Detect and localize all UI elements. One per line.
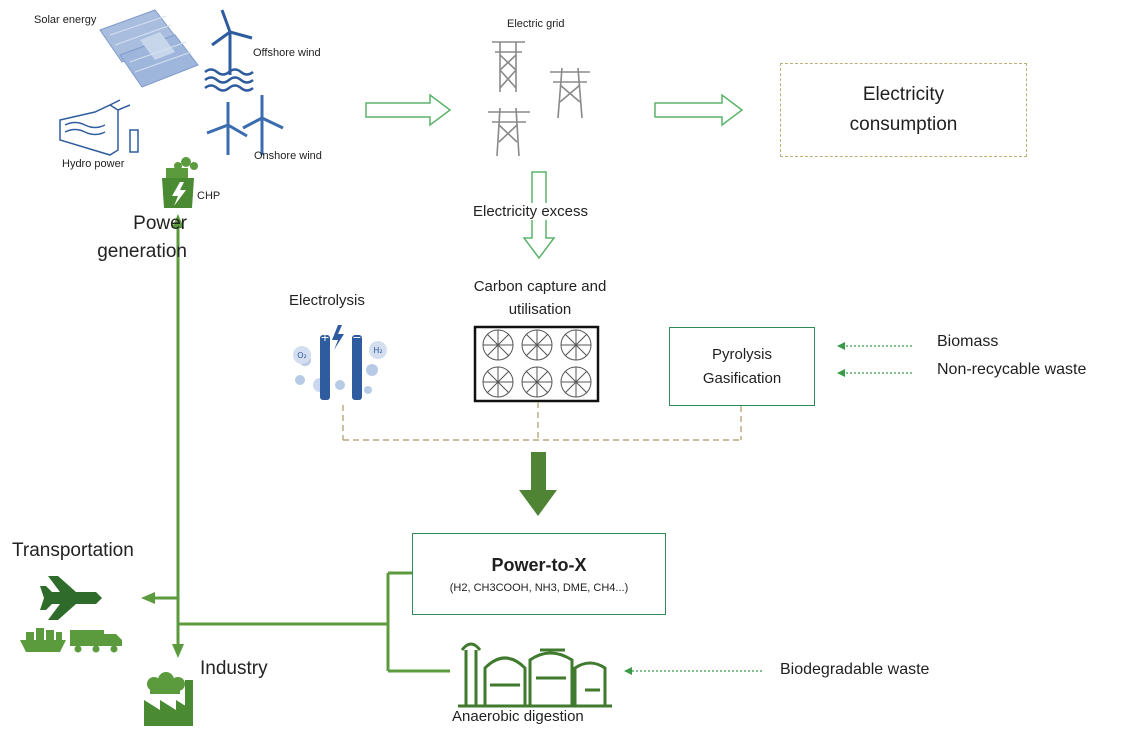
svg-text:+: + [320, 331, 329, 344]
electricity-consumption-box: Electricity consumption [780, 63, 1027, 157]
electric-grid-icon [488, 41, 590, 157]
ccu-line1: Carbon capture and [473, 278, 607, 295]
power-to-x-products: (H2, CH3COOH, NH3, DME, CH4...) [449, 582, 629, 594]
pyrolysis-gasification-box: Pyrolysis Gasification [669, 327, 815, 406]
sources-to-grid-arrow [365, 93, 452, 127]
grid-to-consumption-arrow [654, 93, 744, 127]
h2-label: H₂ [373, 346, 382, 355]
electricity-excess-label: Electricity excess [473, 203, 589, 220]
anaerobic-digestion-label: Anaerobic digestion [452, 708, 584, 725]
solar-panel-icon [99, 9, 199, 88]
anaerobic-digestion-icon [458, 642, 612, 708]
onshore-wind-icon [206, 95, 284, 155]
electrolysis-icon: + − O₂ H₂ [293, 325, 387, 400]
consumption-line2: consumption [849, 114, 958, 135]
chp-factory-icon [162, 157, 198, 208]
power-generation-label: Power generation [92, 210, 187, 266]
industry-factory-icon [144, 672, 193, 726]
distribution-lines [150, 222, 450, 673]
power-generation-line1: Power [133, 213, 187, 234]
to-ptx-arrow [519, 452, 557, 516]
svg-text:−: − [352, 331, 361, 344]
hydro-power-label: Hydro power [62, 158, 125, 170]
biomass-label: Biomass [937, 333, 999, 350]
offshore-wind-icon [204, 9, 254, 92]
truck-icon [70, 630, 122, 653]
electric-grid-label: Electric grid [507, 18, 565, 30]
ccu-line2: utilisation [508, 301, 572, 318]
transportation-label: Transportation [12, 540, 134, 561]
offshore-wind-label: Offshore wind [253, 47, 321, 59]
hydro-power-icon [59, 99, 139, 156]
biodegradable-waste-label: Biodegradable waste [780, 661, 930, 678]
power-to-x-box: Power-to-X (H2, CH3COOH, NH3, DME, CH4..… [412, 533, 666, 615]
o2-label: O₂ [297, 351, 307, 360]
consumption-line1: Electricity [862, 84, 945, 105]
electrolysis-label: Electrolysis [289, 292, 365, 309]
solar-energy-label: Solar energy [34, 14, 97, 26]
to-industry-arrowhead [172, 644, 184, 658]
ccu-fan-array-icon [473, 325, 600, 403]
chp-label: CHP [197, 190, 221, 202]
process-merge-lines [342, 402, 742, 441]
non-recyclable-waste-label: Non-recycable waste [937, 361, 1087, 378]
ccu-label: Carbon capture and utilisation [445, 275, 635, 321]
power-to-x-title: Power-to-X [491, 555, 587, 575]
airplane-icon [40, 576, 102, 620]
to-transportation-arrowhead [141, 592, 155, 604]
pyrolysis-label: Pyrolysis [711, 345, 772, 363]
ship-icon [20, 628, 66, 652]
power-generation-line2: generation [97, 241, 187, 262]
to-chp-arrowhead [172, 214, 184, 228]
onshore-wind-label: Onshore wind [254, 150, 322, 162]
gasification-label: Gasification [702, 369, 782, 387]
industry-label: Industry [200, 658, 268, 679]
